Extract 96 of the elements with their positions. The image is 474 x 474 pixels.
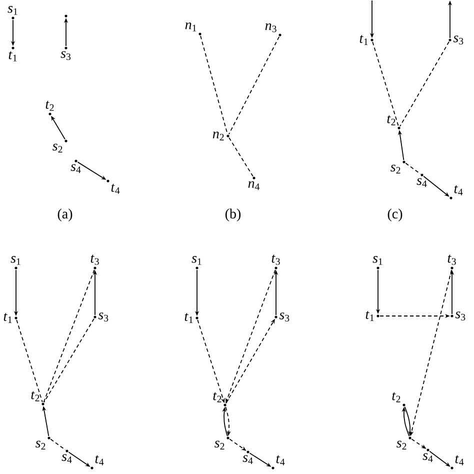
point: t$_{3}$ <box>448 254 456 270</box>
node-label: s$_{2}$ <box>52 144 62 153</box>
node-label: t$_{2}$ <box>31 391 40 402</box>
point: s$_{4}$ <box>62 450 72 463</box>
panel-caption: (a) <box>58 208 72 222</box>
node-label: s$_{3}$ <box>453 36 464 44</box>
point: t$_{1}$ <box>184 312 198 324</box>
point: s$_{1}$ <box>10 256 20 270</box>
node-label: t$_{2}$ <box>213 392 222 402</box>
point: t$_{4}$ <box>450 185 463 200</box>
point: s$_{4}$ <box>242 450 253 464</box>
dashed-line <box>43 269 95 403</box>
point: t$_{1}$ <box>8 46 17 62</box>
point: s$_{4}$ <box>422 448 433 462</box>
point: t$_{3}$ <box>90 254 99 270</box>
point: t$_{4}$ <box>272 455 285 470</box>
point: t$_{2}$ <box>46 100 54 116</box>
node-label: t$_{4}$ <box>111 184 120 194</box>
node-label: n$_{2}$ <box>212 132 224 140</box>
node-label: s$_{1}$ <box>192 256 202 265</box>
dashed-line <box>400 41 450 127</box>
node-label: t$_{1}$ <box>366 310 374 322</box>
node-label: t$_{3}$ <box>448 254 456 265</box>
node-label: s$_{3}$ <box>98 312 108 322</box>
dashed-line <box>228 137 254 177</box>
point: n$_{3}$ <box>265 23 282 36</box>
node-label: n$_{3}$ <box>265 23 276 32</box>
dashed-line <box>16 319 43 403</box>
point: t$_{4}$ <box>450 455 464 470</box>
node-label: s$_{2}$ <box>396 440 406 450</box>
point: t$_{1}$ <box>360 34 374 46</box>
node-label: t$_{2}$ <box>46 100 54 111</box>
point: s$_{1}$ <box>192 256 202 270</box>
point: s$_{2}$ <box>396 436 412 450</box>
dashed-line <box>44 318 94 403</box>
dashed-line <box>200 35 228 135</box>
point: t$_{2}$ <box>213 392 226 406</box>
node-label: t$_{4}$ <box>455 455 464 466</box>
point: s$_{2}$ <box>52 140 68 153</box>
dashed-line <box>228 36 280 135</box>
node-label: s$_{1}$ <box>372 256 382 265</box>
node-label: s$_{4}$ <box>242 455 253 464</box>
node-label: s$_{4}$ <box>62 454 72 463</box>
point: t$_{4}$ <box>106 180 120 194</box>
point: t$_{1}$ <box>366 310 380 322</box>
point: t$_{4}$ <box>90 455 104 470</box>
point: s$_{4}$ <box>70 160 81 173</box>
point: s$_{2}$ <box>390 160 406 174</box>
panel-caption: (c) <box>388 208 402 222</box>
node-label: t$_{1}$ <box>184 312 193 324</box>
node-label: s$_{3}$ <box>455 312 466 320</box>
node-label: t$_{3}$ <box>90 254 99 265</box>
point: t$_{2}$ <box>387 115 400 130</box>
point: n$_{2}$ <box>212 132 230 140</box>
node-label: s$_{2}$ <box>36 440 46 450</box>
point: s$_{1}$ <box>372 256 382 270</box>
point: t$_{2}$ <box>392 392 406 406</box>
point <box>64 14 68 18</box>
panel-caption: (b) <box>225 208 241 222</box>
point: s$_{3}$ <box>448 36 464 44</box>
point: n$_{1}$ <box>185 22 202 36</box>
node-label: s$_{1}$ <box>10 256 20 265</box>
node-label: n$_{1}$ <box>185 22 196 32</box>
point: s$_{2}$ <box>214 436 230 450</box>
point: n$_{4}$ <box>248 176 260 190</box>
node-label: s$_{4}$ <box>416 178 427 187</box>
node-label: s$_{3}$ <box>279 312 290 322</box>
node-label: s$_{2}$ <box>214 440 224 450</box>
point: s$_{1}$ <box>8 6 18 20</box>
dashed-line <box>50 438 66 450</box>
node-label: t$_{4}$ <box>95 455 104 466</box>
dashed-line <box>372 41 399 127</box>
node-label: t$_{1}$ <box>360 34 368 46</box>
point: s$_{3}$ <box>450 312 466 320</box>
point: t$_{1}$ <box>4 312 18 324</box>
point: s$_{2}$ <box>36 436 50 450</box>
node-label: s$_{1}$ <box>8 6 18 15</box>
node-label: n$_{4}$ <box>248 181 260 190</box>
point: t$_{2}$ <box>31 391 44 406</box>
point: s$_{4}$ <box>416 174 427 187</box>
point: s$_{3}$ <box>60 46 71 60</box>
node-label: t$_{3}$ <box>272 254 280 265</box>
node-label: s$_{3}$ <box>60 51 71 60</box>
node-label: t$_{1}$ <box>8 51 17 62</box>
point: s$_{3}$ <box>274 312 290 322</box>
node-label: t$_{4}$ <box>454 185 463 196</box>
node-label: t$_{1}$ <box>4 312 12 324</box>
node-label: s$_{4}$ <box>422 453 433 462</box>
point: s$_{3}$ <box>94 312 108 322</box>
node-label: t$_{2}$ <box>387 115 396 126</box>
point: t$_{3}$ <box>272 254 280 270</box>
node-label: t$_{4}$ <box>276 455 285 466</box>
node-label: s$_{2}$ <box>390 164 400 174</box>
node-label: t$_{2}$ <box>392 392 400 402</box>
dashed-line <box>405 162 421 174</box>
node-label: s$_{4}$ <box>70 164 81 173</box>
